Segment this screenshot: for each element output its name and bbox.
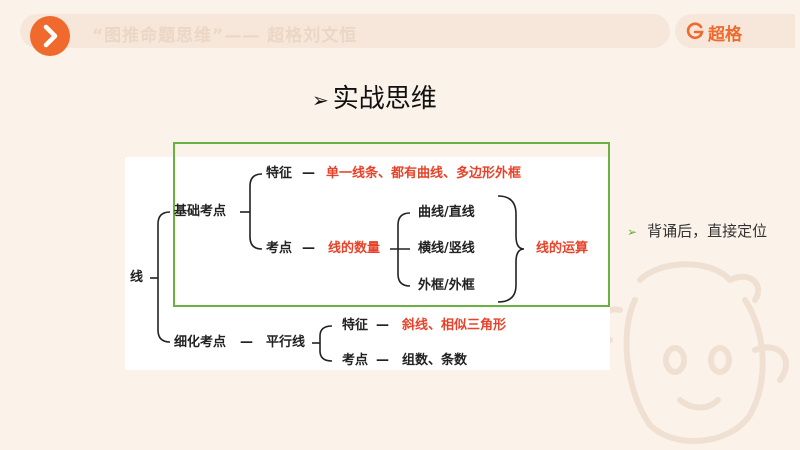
exam-node: 考点 <box>266 241 293 256</box>
note-text: 背诵后，直接定位 <box>647 222 768 240</box>
parallel-node: 平行线 <box>266 335 306 350</box>
section-title-text: 实战思维 <box>332 84 437 114</box>
detail-dash: — <box>240 335 253 350</box>
feature-node: 特征 <box>266 166 293 181</box>
root-node: 线 <box>130 270 144 285</box>
par-feature-dash: — <box>376 318 389 333</box>
par-exam-dash: — <box>376 353 389 368</box>
feature-dash: — <box>302 166 315 181</box>
par-exam-node: 考点 <box>342 353 369 368</box>
header-title: “图推命题思维”—— 超格刘文恒 <box>92 26 358 46</box>
exam-dash: — <box>302 241 315 256</box>
basic-node: 基础考点 <box>174 204 227 219</box>
line-count-node: 线的数量 <box>328 241 381 256</box>
note-bullet-icon: ➢ <box>627 225 638 239</box>
logo-text: 超格 <box>708 25 742 45</box>
line-calc-node: 线的运算 <box>536 241 589 256</box>
type-node-3: 外框/外框 <box>418 278 475 293</box>
par-feature-node: 特征 <box>342 318 369 333</box>
diagram-panel <box>125 157 610 370</box>
detail-node: 细化考点 <box>174 335 227 350</box>
section-title: ➢实战思维 <box>312 78 437 115</box>
header-bar <box>20 14 670 48</box>
par-exam-values: 组数、条数 <box>402 353 468 368</box>
note: ➢ 背诵后，直接定位 <box>627 220 767 241</box>
next-button[interactable] <box>30 16 70 56</box>
feature-values: 单一线条、都有曲线、多边形外框 <box>326 166 522 181</box>
type-node-2: 横线/竖线 <box>418 241 475 256</box>
logo-g-icon <box>686 22 704 40</box>
type-node-1: 曲线/直线 <box>418 205 475 220</box>
highlight-box <box>173 142 610 307</box>
chevron-right-icon <box>43 24 58 48</box>
par-feature-values: 斜线、相似三角形 <box>402 318 507 333</box>
title-arrow-icon: ➢ <box>312 88 329 112</box>
